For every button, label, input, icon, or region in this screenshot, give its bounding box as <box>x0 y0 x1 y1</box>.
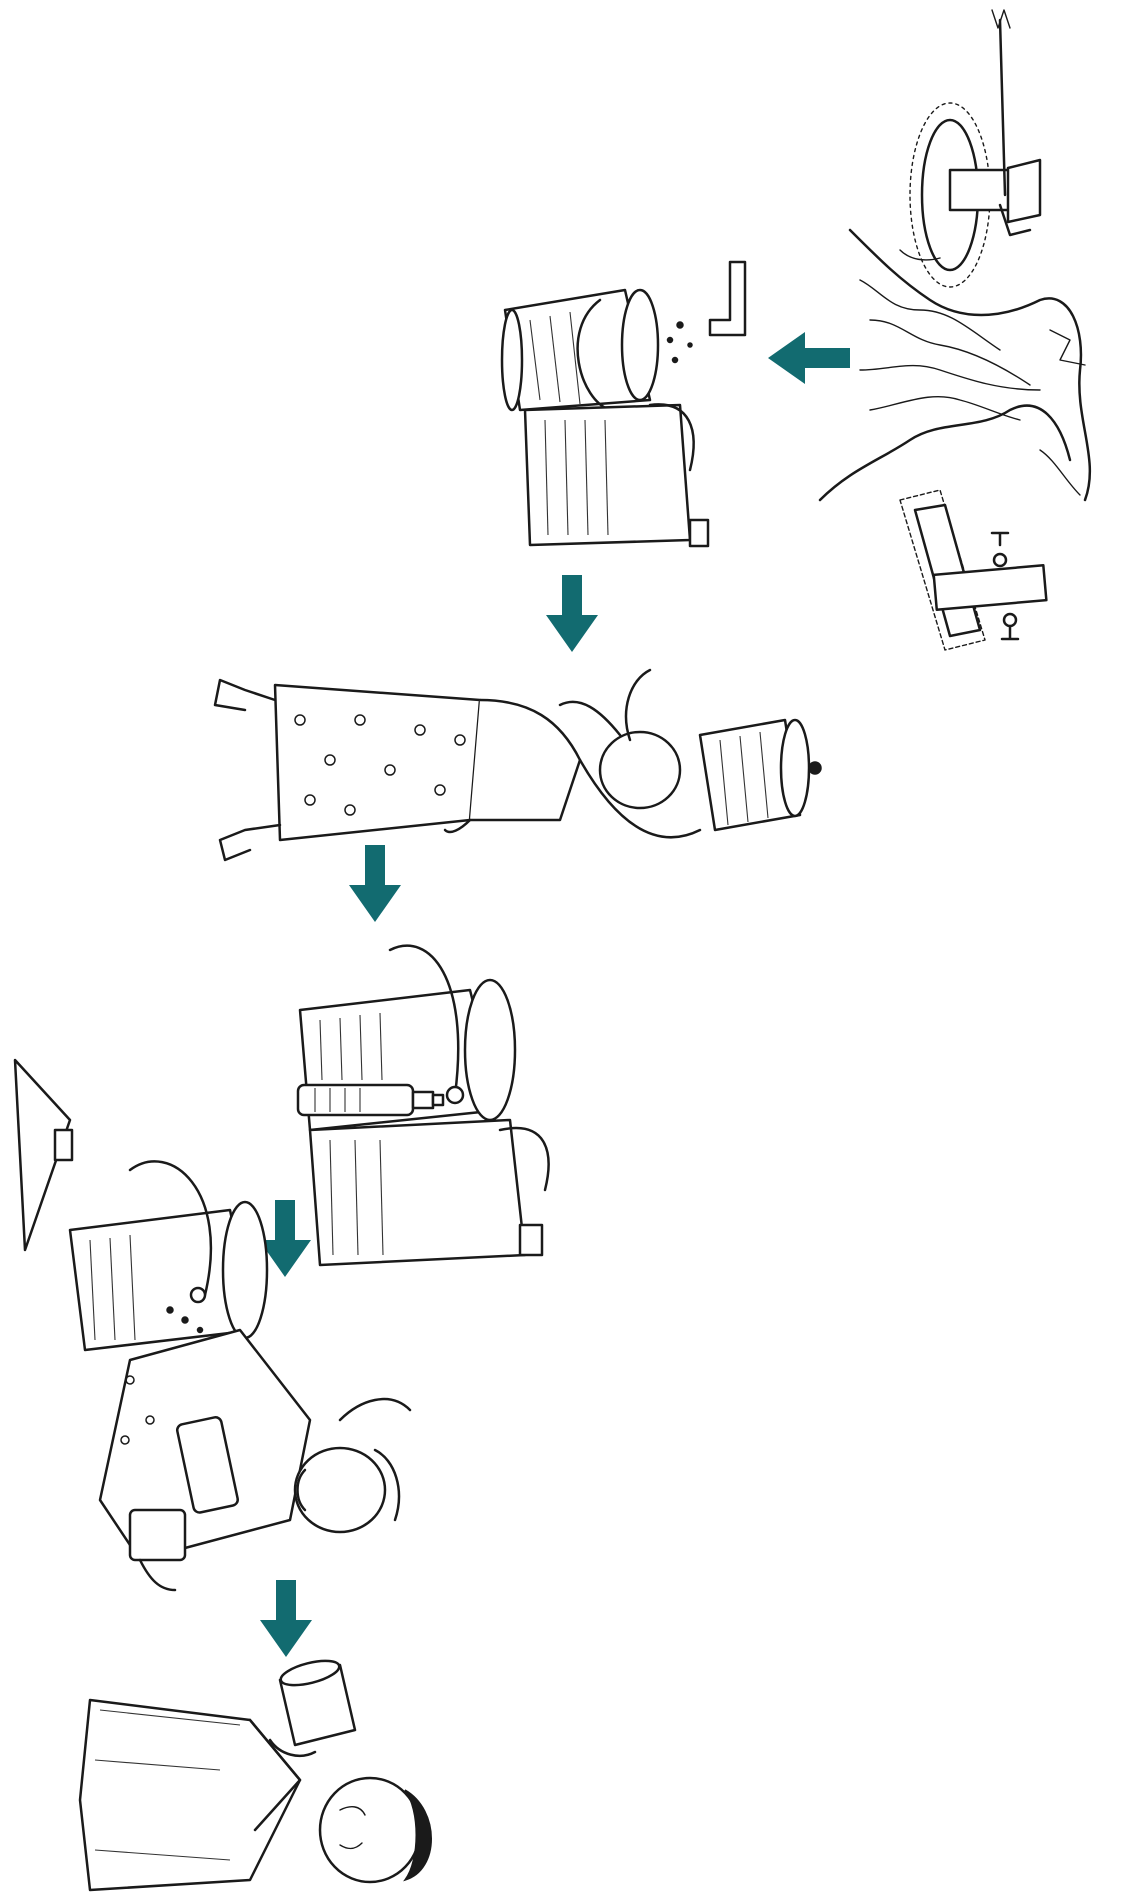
man-drinking-icon <box>78 1659 432 1892</box>
arrow-down-3 <box>349 845 401 922</box>
hand-pump-icon <box>909 9 1042 288</box>
woman-pouring-icon <box>13 1058 412 1592</box>
arrow-left-1 <box>768 332 850 384</box>
covered-container-icon <box>296 944 550 1267</box>
woman-carrying-bucket-icon <box>213 668 822 862</box>
water-source-icons <box>818 9 1092 651</box>
stream-icon <box>818 228 1092 502</box>
bucket-filling-icon <box>500 260 747 548</box>
arrow-down-5 <box>260 1580 312 1657</box>
bottle-icon <box>296 1083 445 1117</box>
arrow-down-4 <box>259 1200 311 1277</box>
arrow-down-2 <box>546 575 598 652</box>
protected-spring-icon <box>899 489 1048 651</box>
